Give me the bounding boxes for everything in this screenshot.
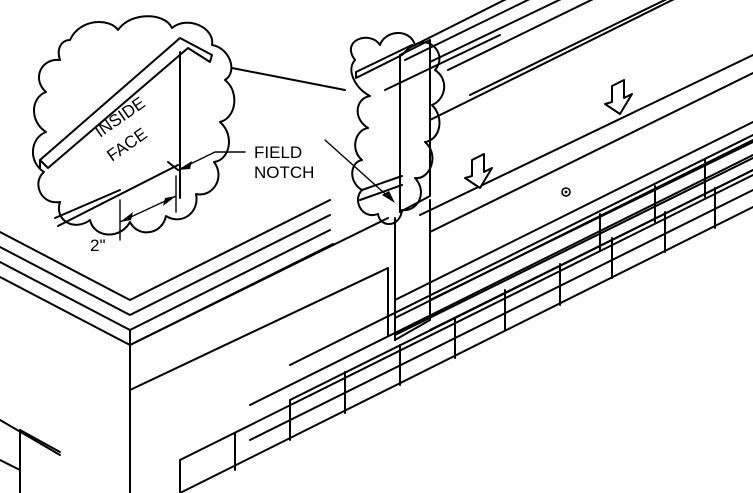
- fastener-icon: [561, 187, 571, 197]
- wall-top: [0, 199, 334, 493]
- coping-cap: [384, 0, 753, 233]
- splice-strap: [394, 199, 431, 341]
- label-notch: NOTCH: [254, 163, 314, 182]
- label-field: FIELD: [254, 143, 302, 162]
- label-dimension: 2": [90, 236, 106, 255]
- down-arrow-icon: [464, 153, 493, 189]
- brick-courses: [0, 134, 753, 493]
- wall-face: [129, 121, 753, 391]
- field-notch-leaders: [177, 139, 395, 203]
- callout-leader-line: [231, 67, 346, 91]
- right-callout-cloud: [349, 32, 446, 225]
- down-arrow-icon: [604, 79, 633, 115]
- left-callout-cloud: [32, 15, 236, 241]
